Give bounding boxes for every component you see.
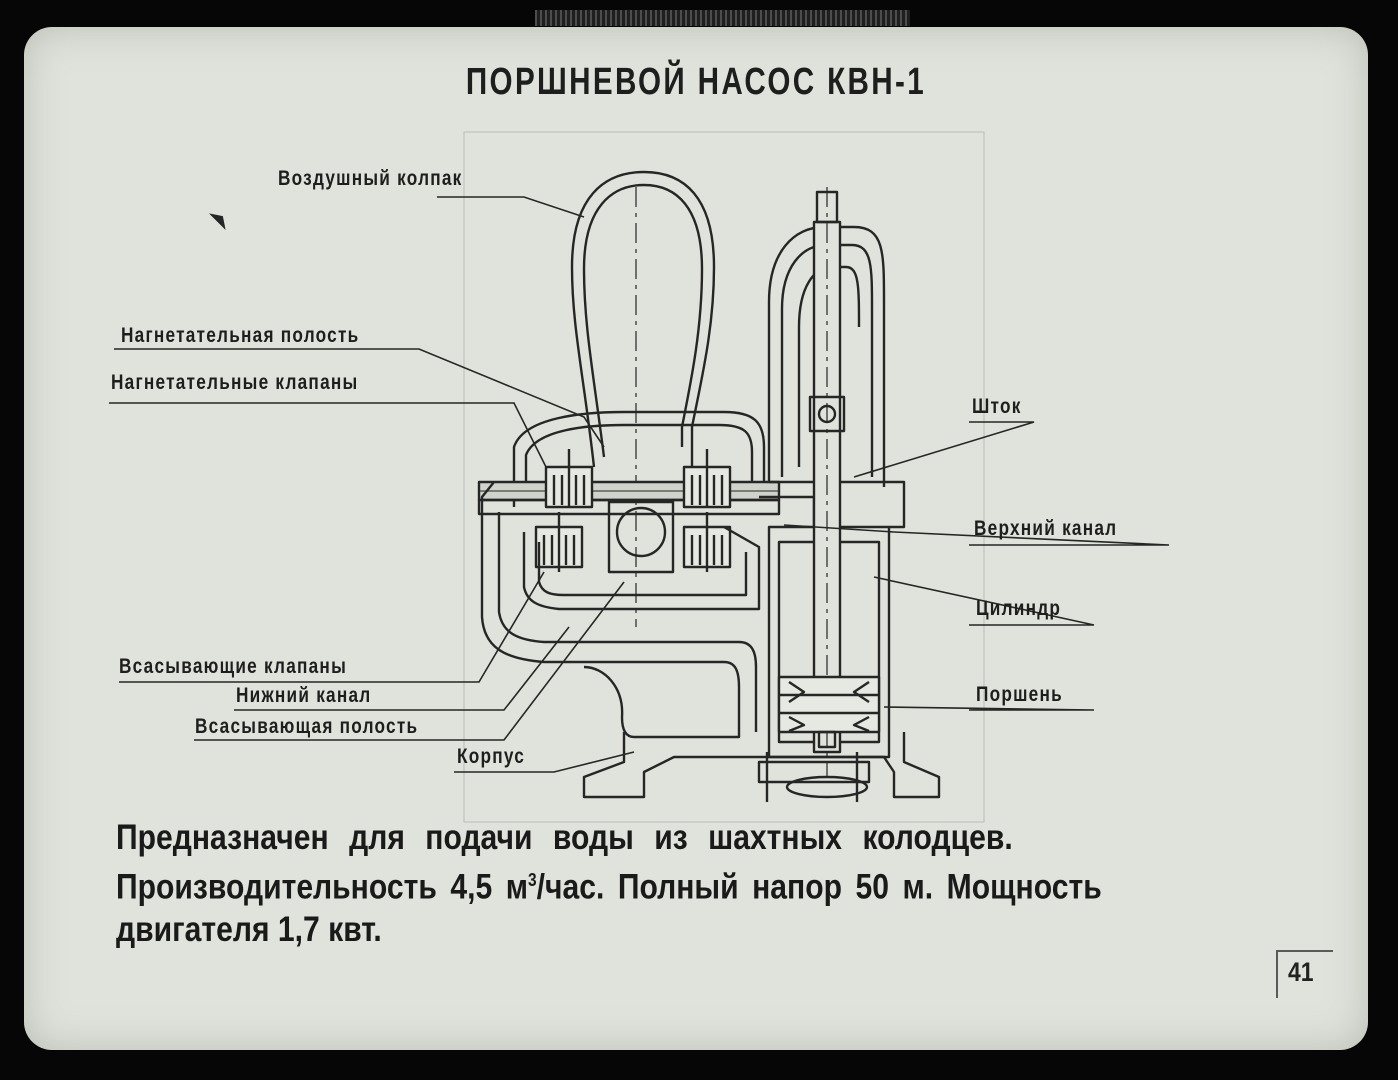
slide: ПОРШНЕВОЙ НАСОС КВН-1 (24, 27, 1368, 1050)
pump-cross-section-drawing (109, 131, 1170, 823)
suction-valve-right (682, 512, 732, 572)
description: Предназначен для подачи воды из шахтных … (116, 817, 1251, 951)
page-number: 41 (1288, 957, 1314, 987)
description-line-2-a: Производительность 4,5 м (116, 867, 529, 907)
label-air-cap: Воздушный колпак (278, 167, 463, 190)
discharge-valve-right (682, 449, 732, 509)
description-line-3: двигателя 1,7 квт. (116, 909, 382, 949)
label-lower-channel: Нижний канал (236, 684, 372, 707)
label-cylinder: Цилиндр (976, 597, 1062, 620)
label-suction-cavity: Всасывающая полость (195, 715, 419, 738)
piston (777, 675, 881, 749)
label-rod: Шток (972, 395, 1022, 418)
slide-title: ПОРШНЕВОЙ НАСОС КВН-1 (465, 61, 927, 103)
label-piston: Поршень (976, 683, 1063, 706)
film-sprocket-edge (535, 10, 910, 26)
label-housing: Корпус (457, 745, 526, 768)
description-line-2-b: /час. Полный напор 50 м. Мощность (536, 867, 1102, 907)
label-discharge-valves: Нагнетательные клапаны (111, 371, 359, 394)
cubic-superscript: 3 (528, 870, 537, 890)
page-number-box (1276, 950, 1333, 998)
description-line-2: Производительность 4,5 м3/час. Полный на… (116, 859, 1251, 909)
suction-valve-left (534, 512, 584, 572)
label-upper-channel: Верхний канал (974, 517, 1118, 540)
description-line-1: Предназначен для подачи воды из шахтных … (116, 818, 1013, 857)
label-suction-valves: Всасывающие клапаны (119, 655, 348, 678)
discharge-valve-left (544, 449, 594, 509)
label-discharge-cavity: Нагнетательная полость (121, 324, 360, 347)
air-cap (570, 170, 716, 468)
